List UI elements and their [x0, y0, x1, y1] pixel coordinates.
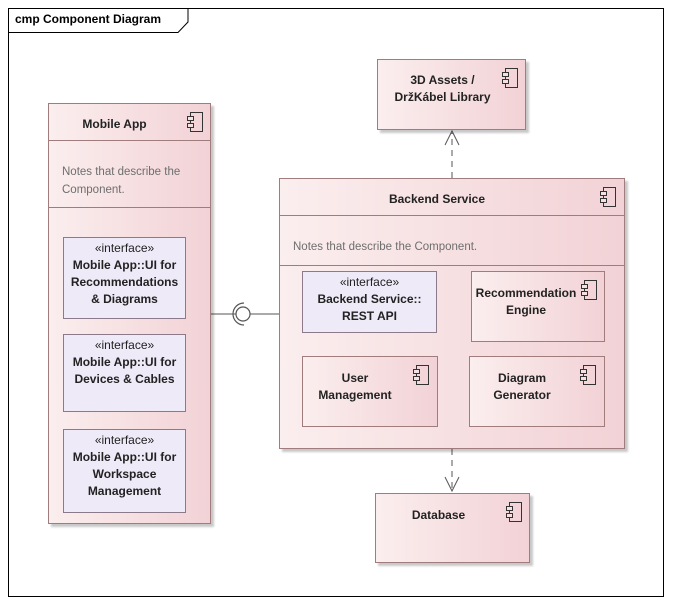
component-icon — [580, 365, 596, 385]
interface-rest-api[interactable]: «interface» Backend Service:: REST API — [302, 271, 437, 333]
interface-ui-recommendations-name: Mobile App::UI for Recommendations & Dia… — [70, 258, 179, 306]
component-user-management-name: User Management — [318, 371, 392, 402]
component-backend-service[interactable]: Backend Service Notes that describe the … — [279, 178, 625, 449]
backend-header-divider — [280, 215, 624, 216]
interface-stereotype: «interface» — [94, 433, 155, 447]
component-database[interactable]: Database — [375, 493, 530, 563]
component-user-management[interactable]: User Management — [302, 356, 438, 427]
assembly-ball — [235, 306, 251, 322]
component-icon — [506, 502, 522, 522]
component-icon — [600, 187, 616, 207]
interface-stereotype: «interface» — [94, 338, 155, 352]
component-3d-assets-name: 3D Assets / DržKábel Library — [394, 73, 491, 104]
interface-ui-devices[interactable]: «interface» Mobile App::UI for Devices &… — [63, 334, 186, 412]
frame-label-tab — [8, 8, 189, 33]
component-icon — [502, 68, 518, 88]
component-icon — [413, 365, 429, 385]
interface-stereotype: «interface» — [94, 241, 155, 255]
component-diagram-generator-name: Diagram Generator — [493, 371, 551, 402]
dependency-arrow-database — [444, 476, 460, 493]
component-diagram-generator[interactable]: Diagram Generator — [469, 356, 605, 427]
interface-ui-workspace-name: Mobile App::UI for Workspace Management — [72, 450, 177, 498]
mobile-app-note: Notes that describe the Component. — [62, 166, 181, 196]
backend-note: Notes that describe the Component. — [293, 241, 478, 253]
interface-ui-devices-name: Mobile App::UI for Devices & Cables — [72, 355, 177, 386]
component-mobile-app-name: Mobile App — [82, 117, 147, 131]
component-mobile-app[interactable]: Mobile App Notes that describe the Compo… — [48, 103, 211, 524]
interface-ui-recommendations[interactable]: «interface» Mobile App::UI for Recommend… — [63, 237, 186, 319]
mobile-app-note-divider — [49, 207, 210, 208]
frame-title: cmp Component Diagram — [15, 12, 162, 26]
dependency-arrow-assets — [444, 129, 460, 146]
component-backend-service-name: Backend Service — [388, 192, 486, 206]
component-database-name: Database — [411, 508, 466, 522]
interface-stereotype: «interface» — [339, 275, 400, 289]
mobile-app-header-divider — [49, 140, 210, 141]
interface-rest-api-name: Backend Service:: REST API — [317, 292, 422, 323]
component-recommendation-engine[interactable]: Recommendation Engine — [471, 271, 605, 342]
assembly-socket — [232, 302, 245, 326]
component-icon — [581, 280, 597, 300]
component-3d-assets[interactable]: 3D Assets / DržKábel Library — [377, 59, 526, 130]
backend-note-divider — [280, 265, 624, 266]
component-recommendation-engine-name: Recommendation Engine — [475, 286, 577, 317]
component-icon — [187, 112, 203, 132]
interface-ui-workspace[interactable]: «interface» Mobile App::UI for Workspace… — [63, 429, 186, 513]
